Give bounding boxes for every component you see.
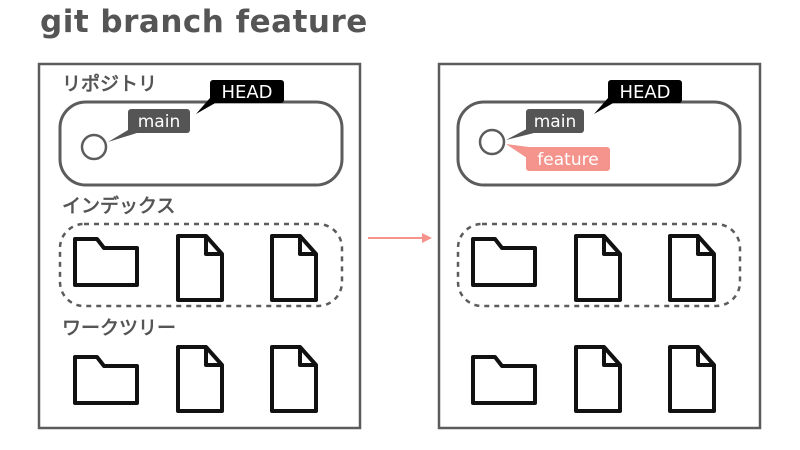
after-frame [437,62,762,430]
file-icon [176,234,224,302]
file-icon [270,345,318,413]
folder-icon [73,237,139,287]
svg-text:HEAD: HEAD [619,82,670,103]
svg-text:feature: feature [537,150,598,170]
repository-box [58,100,344,187]
section-label-repository: リポジトリ [62,72,157,95]
file-icon [574,234,622,302]
branch-tag-main: main [506,109,584,140]
file-icon [668,234,716,302]
file-icon [574,345,622,413]
file-icon [668,345,716,413]
index-box [456,222,742,308]
file-icon [176,345,224,413]
branch-tag-feature: feature [506,144,610,171]
commit-node [80,133,108,161]
before-panel: リポジトリ HEAD main インデックス ワークツリー [37,62,362,430]
after-panel: HEAD main feature [437,62,762,430]
section-label-index: インデックス [62,194,175,217]
before-frame [37,62,362,430]
svg-text:main: main [138,112,180,132]
svg-text:main: main [534,112,576,132]
folder-icon [471,355,537,405]
transition-arrow [368,233,432,243]
page-title: git branch feature [40,4,368,40]
section-label-worktree: ワークツリー [62,317,176,339]
branch-tag-main: main [108,109,190,142]
index-box [58,222,344,308]
repository-box [456,100,742,187]
file-icon [270,234,318,302]
folder-icon [73,355,139,405]
head-tag: HEAD [594,80,682,114]
commit-node [478,128,506,156]
svg-text:HEAD: HEAD [221,82,272,103]
folder-icon [471,237,537,287]
head-tag: HEAD [196,80,284,114]
